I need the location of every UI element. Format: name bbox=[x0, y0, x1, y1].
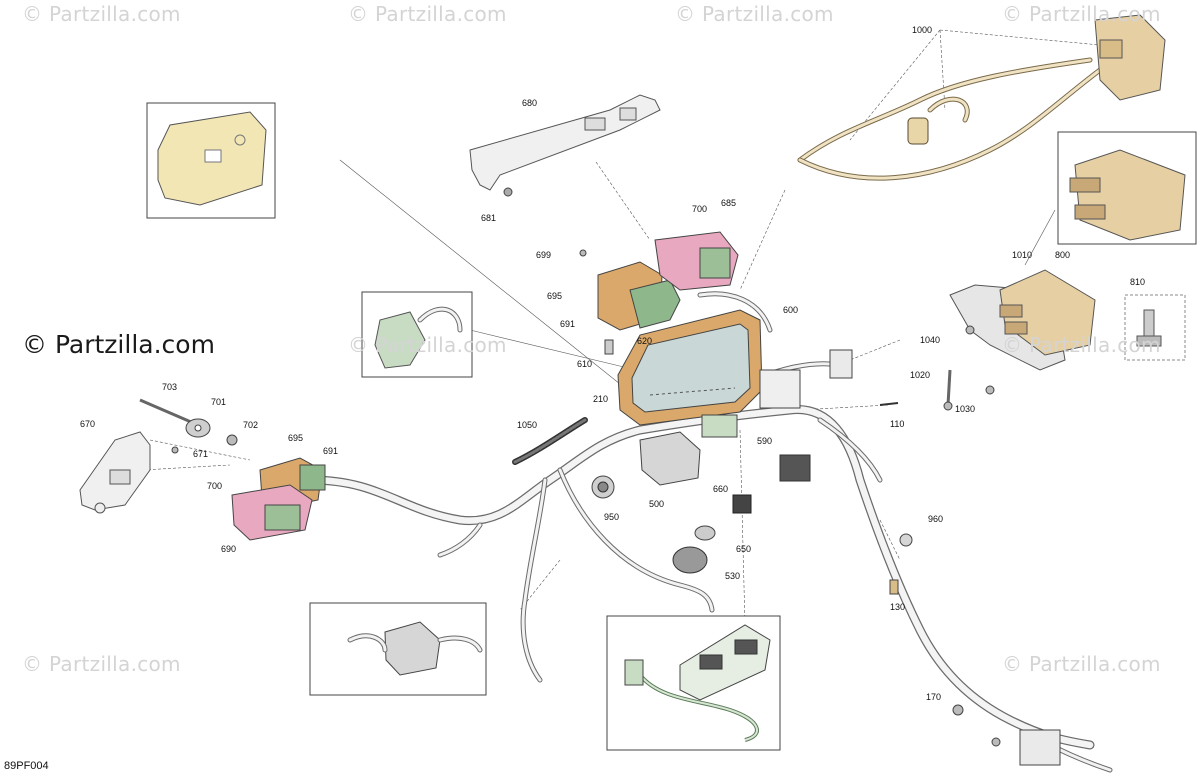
watermark: © Partzilla.com bbox=[1002, 652, 1161, 676]
switch-inset-bottom-left bbox=[309, 602, 487, 696]
mounting-bracket-680 bbox=[469, 94, 661, 197]
callout-1020: 1020 bbox=[910, 370, 930, 380]
callout-681: 681 bbox=[481, 213, 496, 223]
callout-530: 530 bbox=[725, 571, 740, 581]
hardware-703-701-702 bbox=[139, 398, 238, 454]
instrument-cluster-610 bbox=[617, 309, 763, 426]
callout-690: 690 bbox=[221, 544, 236, 554]
callout-685: 685 bbox=[721, 198, 736, 208]
central-components bbox=[591, 349, 853, 574]
callout-699: 699 bbox=[536, 250, 551, 260]
callout-170: 170 bbox=[926, 692, 941, 702]
switch-panel-inset-bottom bbox=[606, 615, 781, 751]
connector-inset-left bbox=[361, 291, 473, 378]
callout-701: 701 bbox=[211, 397, 226, 407]
watermark: © Partzilla.com bbox=[1002, 2, 1161, 26]
fuse-relay-block-left bbox=[231, 457, 326, 541]
ecm-bracket-1010 bbox=[949, 269, 1096, 371]
callout-650: 650 bbox=[736, 544, 751, 554]
figure-code: 89PF004 bbox=[4, 760, 49, 772]
callout-671: 671 bbox=[193, 449, 208, 459]
callout-810: 810 bbox=[1130, 277, 1145, 287]
callout-610: 610 bbox=[577, 359, 592, 369]
callout-691-left: 691 bbox=[323, 446, 338, 456]
callout-702: 702 bbox=[243, 420, 258, 430]
callout-660: 660 bbox=[713, 484, 728, 494]
callout-950: 950 bbox=[604, 512, 619, 522]
callout-960: 960 bbox=[928, 514, 943, 524]
watermark: © Partzilla.com bbox=[348, 333, 507, 357]
callout-700-top: 700 bbox=[692, 204, 707, 214]
callout-800: 800 bbox=[1055, 250, 1070, 260]
callout-600: 600 bbox=[783, 305, 798, 315]
fasteners bbox=[579, 249, 1061, 766]
callout-1010: 1010 bbox=[1012, 250, 1032, 260]
partzilla-brand-text: © Partzilla.com bbox=[22, 330, 215, 359]
callout-130: 130 bbox=[890, 602, 905, 612]
callout-500: 500 bbox=[649, 499, 664, 509]
fuse-relay-block-top bbox=[597, 231, 739, 331]
sleeve-1050 bbox=[512, 417, 588, 465]
callout-210: 210 bbox=[593, 394, 608, 404]
watermark: © Partzilla.com bbox=[22, 2, 181, 26]
callout-1040: 1040 bbox=[920, 335, 940, 345]
callout-691-top: 691 bbox=[560, 319, 575, 329]
watermark: © Partzilla.com bbox=[22, 652, 181, 676]
ecm-inset-800 bbox=[1057, 131, 1197, 245]
callout-703: 703 bbox=[162, 382, 177, 392]
watermark: © Partzilla.com bbox=[675, 2, 834, 26]
mounting-bracket-670 bbox=[79, 431, 151, 514]
callout-695-left: 695 bbox=[288, 433, 303, 443]
callout-695-top: 695 bbox=[547, 291, 562, 301]
callout-670: 670 bbox=[80, 419, 95, 429]
leader-lines bbox=[142, 29, 1101, 626]
callout-110: 110 bbox=[890, 419, 904, 429]
main-harness bbox=[305, 291, 1113, 773]
callout-590: 590 bbox=[757, 436, 772, 446]
module-cover-inset bbox=[146, 102, 276, 219]
callout-700-left: 700 bbox=[207, 481, 222, 491]
bolt-810 bbox=[1124, 294, 1186, 361]
callout-620: 620 bbox=[637, 336, 652, 346]
callout-680: 680 bbox=[522, 98, 537, 108]
callout-1050: 1050 bbox=[517, 420, 537, 430]
watermark: © Partzilla.com bbox=[348, 2, 507, 26]
callout-1000: 1000 bbox=[912, 25, 932, 35]
callout-1030: 1030 bbox=[955, 404, 975, 414]
callout-labels: 1000 680 681 700 685 699 695 691 620 600… bbox=[80, 25, 1145, 702]
watermark: © Partzilla.com bbox=[1002, 333, 1161, 357]
handlebar-switch-harness bbox=[797, 14, 1166, 181]
